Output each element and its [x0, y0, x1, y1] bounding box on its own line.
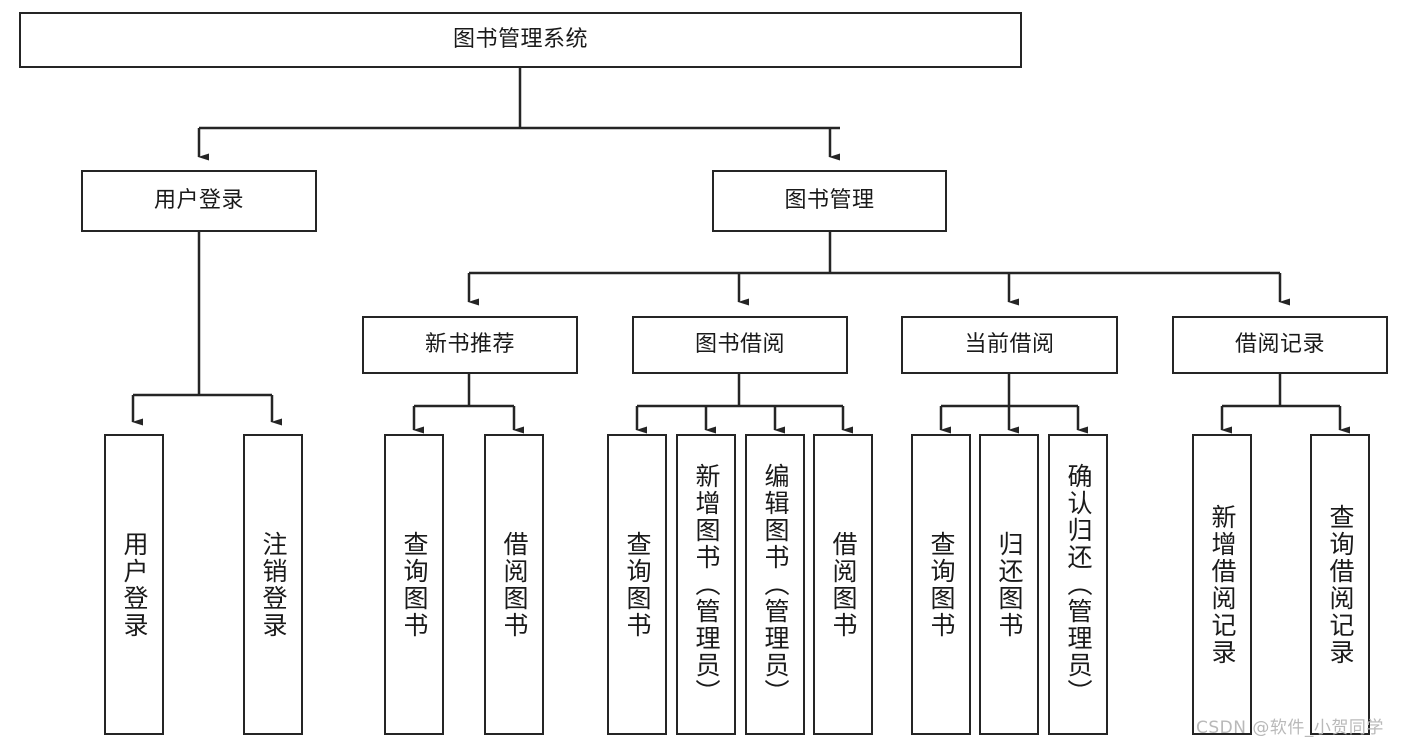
leaf-borrow-book-label: 借阅图书: [829, 530, 858, 639]
leaf-query-book-borrow[interactable]: 查询图书: [607, 434, 667, 735]
leaf-add-book-admin[interactable]: 新增图书（管理员）: [676, 434, 736, 735]
leaf-query-borrow-record-label: 查询借阅记录: [1326, 503, 1355, 666]
node-new-book-recommend[interactable]: 新书推荐: [362, 316, 578, 374]
leaf-borrow-book-recommend[interactable]: 借阅图书: [484, 434, 544, 735]
node-book-management-label: 图书管理: [784, 187, 875, 213]
leaf-query-book-recommend-label: 查询图书: [400, 530, 429, 639]
node-book-management[interactable]: 图书管理: [712, 170, 947, 232]
node-root[interactable]: 图书管理系统: [19, 12, 1022, 68]
leaf-edit-book-admin[interactable]: 编辑图书（管理员）: [745, 434, 805, 735]
leaf-edit-book-admin-label: 编辑图书（管理员）: [761, 463, 790, 706]
node-current-borrow-label: 当前借阅: [964, 331, 1055, 357]
leaf-user-login[interactable]: 用户登录: [104, 434, 164, 735]
leaf-query-book-borrow-label: 查询图书: [623, 530, 652, 639]
node-current-borrow[interactable]: 当前借阅: [901, 316, 1118, 374]
leaf-logout[interactable]: 注销登录: [243, 434, 303, 735]
node-borrow-record-label: 借阅记录: [1234, 331, 1325, 357]
node-user-login-label: 用户登录: [153, 187, 244, 213]
node-book-borrow-label: 图书借阅: [694, 331, 785, 357]
leaf-add-borrow-record[interactable]: 新增借阅记录: [1192, 434, 1252, 735]
leaf-borrow-book[interactable]: 借阅图书: [813, 434, 873, 735]
leaf-logout-label: 注销登录: [259, 530, 288, 639]
leaf-query-book-current[interactable]: 查询图书: [911, 434, 971, 735]
node-new-book-recommend-label: 新书推荐: [424, 331, 515, 357]
node-borrow-record[interactable]: 借阅记录: [1172, 316, 1388, 374]
leaf-confirm-return-admin[interactable]: 确认归还（管理员）: [1048, 434, 1108, 735]
leaf-query-book-recommend[interactable]: 查询图书: [384, 434, 444, 735]
leaf-borrow-book-recommend-label: 借阅图书: [500, 530, 529, 639]
leaf-add-borrow-record-label: 新增借阅记录: [1208, 503, 1237, 666]
leaf-add-book-admin-label: 新增图书（管理员）: [692, 463, 721, 706]
leaf-user-login-label: 用户登录: [120, 530, 149, 639]
leaf-confirm-return-admin-label: 确认归还（管理员）: [1064, 463, 1093, 706]
node-root-label: 图书管理系统: [452, 26, 588, 52]
node-user-login[interactable]: 用户登录: [81, 170, 317, 232]
leaf-return-book-label: 归还图书: [995, 530, 1024, 639]
watermark: CSDN @软件_小贺同学: [1196, 718, 1384, 738]
node-book-borrow[interactable]: 图书借阅: [632, 316, 848, 374]
leaf-query-book-current-label: 查询图书: [927, 530, 956, 639]
leaf-return-book[interactable]: 归还图书: [979, 434, 1039, 735]
leaf-query-borrow-record[interactable]: 查询借阅记录: [1310, 434, 1370, 735]
